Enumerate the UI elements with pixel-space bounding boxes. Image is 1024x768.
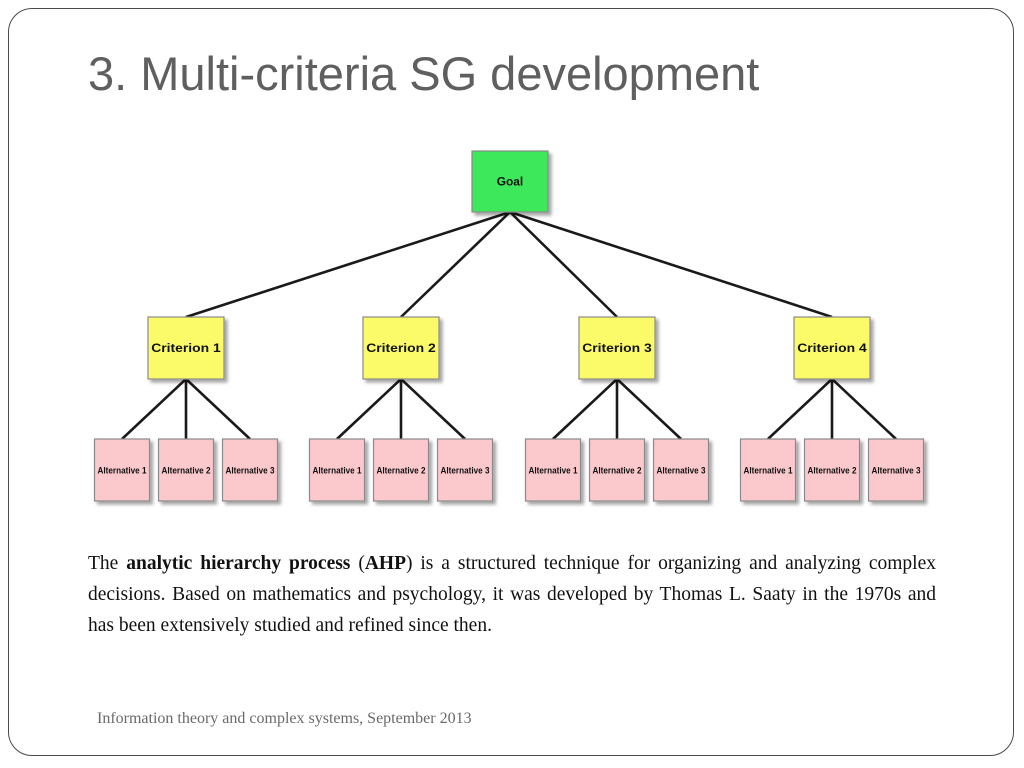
criterion-node-2-label: Criterion 2 [366,343,436,355]
slide-frame [8,8,1014,756]
alternative-node-4-3-box [867,438,925,502]
alternative-node-2-3-label: Alternative 3 [441,465,490,476]
alternative-node-1-3-label: Alternative 3 [226,465,275,476]
alternative-node-4-1-label: Alternative 1 [744,465,794,476]
goal-node: Goal [471,150,549,213]
edge-criterion-1-alternative-3 [185,378,251,440]
criterion-node-3: Criterion 3 [578,316,656,380]
alternative-node-2-3: Alternative 3 [436,438,494,502]
alternative-node-3-2-box [588,438,646,502]
edge-criterion-3-alternative-1 [552,378,618,440]
alternative-node-1-2-label: Alternative 2 [162,465,211,476]
criterion-node-4-label: Criterion 4 [797,343,867,355]
alternative-node-4-2-label: Alternative 2 [808,465,857,476]
edge-goal-criterion-2 [400,211,511,318]
alternative-node-1-1-label: Alternative 1 [98,465,148,476]
alternative-node-2-2: Alternative 2 [372,438,430,502]
desc-lead: The [88,553,127,574]
alternative-node-2-2-label: Alternative 2 [377,465,426,476]
alternative-node-1-2-box [157,438,215,502]
alternative-node-4-1: Alternative 1 [739,438,797,502]
alternative-node-1-1: Alternative 1 [93,438,151,502]
criterion-node-2: Criterion 2 [362,316,440,380]
edge-criterion-4-alternative-3 [831,378,897,440]
edge-criterion-1-alternative-1 [121,378,187,440]
criterion-node-1: Criterion 1 [147,316,225,380]
connector-lines [121,210,897,440]
slide-title: 3. Multi-criteria SG development [88,47,760,100]
alternative-node-3-3-box [652,438,710,502]
alternative-node-1-2: Alternative 2 [157,438,215,502]
edge-criterion-2-alternative-3 [400,378,466,440]
desc-abbr: AHP [364,553,406,574]
desc-open-paren: ( [350,553,365,574]
edge-goal-criterion-4 [509,210,833,319]
slide-footer: Information theory and complex systems, … [97,710,472,727]
alternative-node-1-1-box [93,438,151,502]
criterion-node-3-box [578,316,656,380]
goal-node-box [471,150,549,213]
criterion-node-3-label: Criterion 3 [582,343,652,355]
criterion-node-4-box [793,316,871,380]
desc-rest: ) is a structured technique for organizi… [88,553,936,636]
criterion-node-4: Criterion 4 [793,316,871,380]
alternative-node-2-1-label: Alternative 1 [313,465,363,476]
edge-criterion-3-alternative-3 [616,378,682,440]
alternative-node-4-3: Alternative 3 [867,438,925,502]
alternative-node-1-3-box [221,438,279,502]
criterion-node-2-box [362,316,440,380]
ahp-description: The analytic hierarchy process (AHP) is … [88,548,936,641]
alternative-node-4-1-box [739,438,797,502]
criterion-node-1-box [147,316,225,380]
alternative-node-3-1-box [524,438,582,502]
edge-criterion-4-alternative-1 [767,378,833,440]
alternative-node-3-2: Alternative 2 [588,438,646,502]
alternative-node-1-3: Alternative 3 [221,438,279,502]
desc-term: analytic hierarchy process [126,553,351,574]
edge-goal-criterion-3 [509,211,618,318]
criterion-node-1-label: Criterion 1 [151,343,221,355]
edge-criterion-2-alternative-1 [336,378,402,440]
alternative-node-2-3-box [436,438,494,502]
alternative-node-4-2: Alternative 2 [803,438,861,502]
alternative-node-3-2-label: Alternative 2 [593,465,642,476]
alternative-node-4-3-label: Alternative 3 [872,465,921,476]
alternative-node-2-1-box [308,438,366,502]
alternative-node-2-2-box [372,438,430,502]
alternative-node-3-3-label: Alternative 3 [657,465,706,476]
alternative-node-3-1: Alternative 1 [524,438,582,502]
edge-goal-criterion-1 [185,210,511,319]
goal-node-label: Goal [497,175,523,189]
alternative-node-2-1: Alternative 1 [308,438,366,502]
alternative-node-4-2-box [803,438,861,502]
alternative-node-3-1-label: Alternative 1 [529,465,579,476]
alternative-node-3-3: Alternative 3 [652,438,710,502]
